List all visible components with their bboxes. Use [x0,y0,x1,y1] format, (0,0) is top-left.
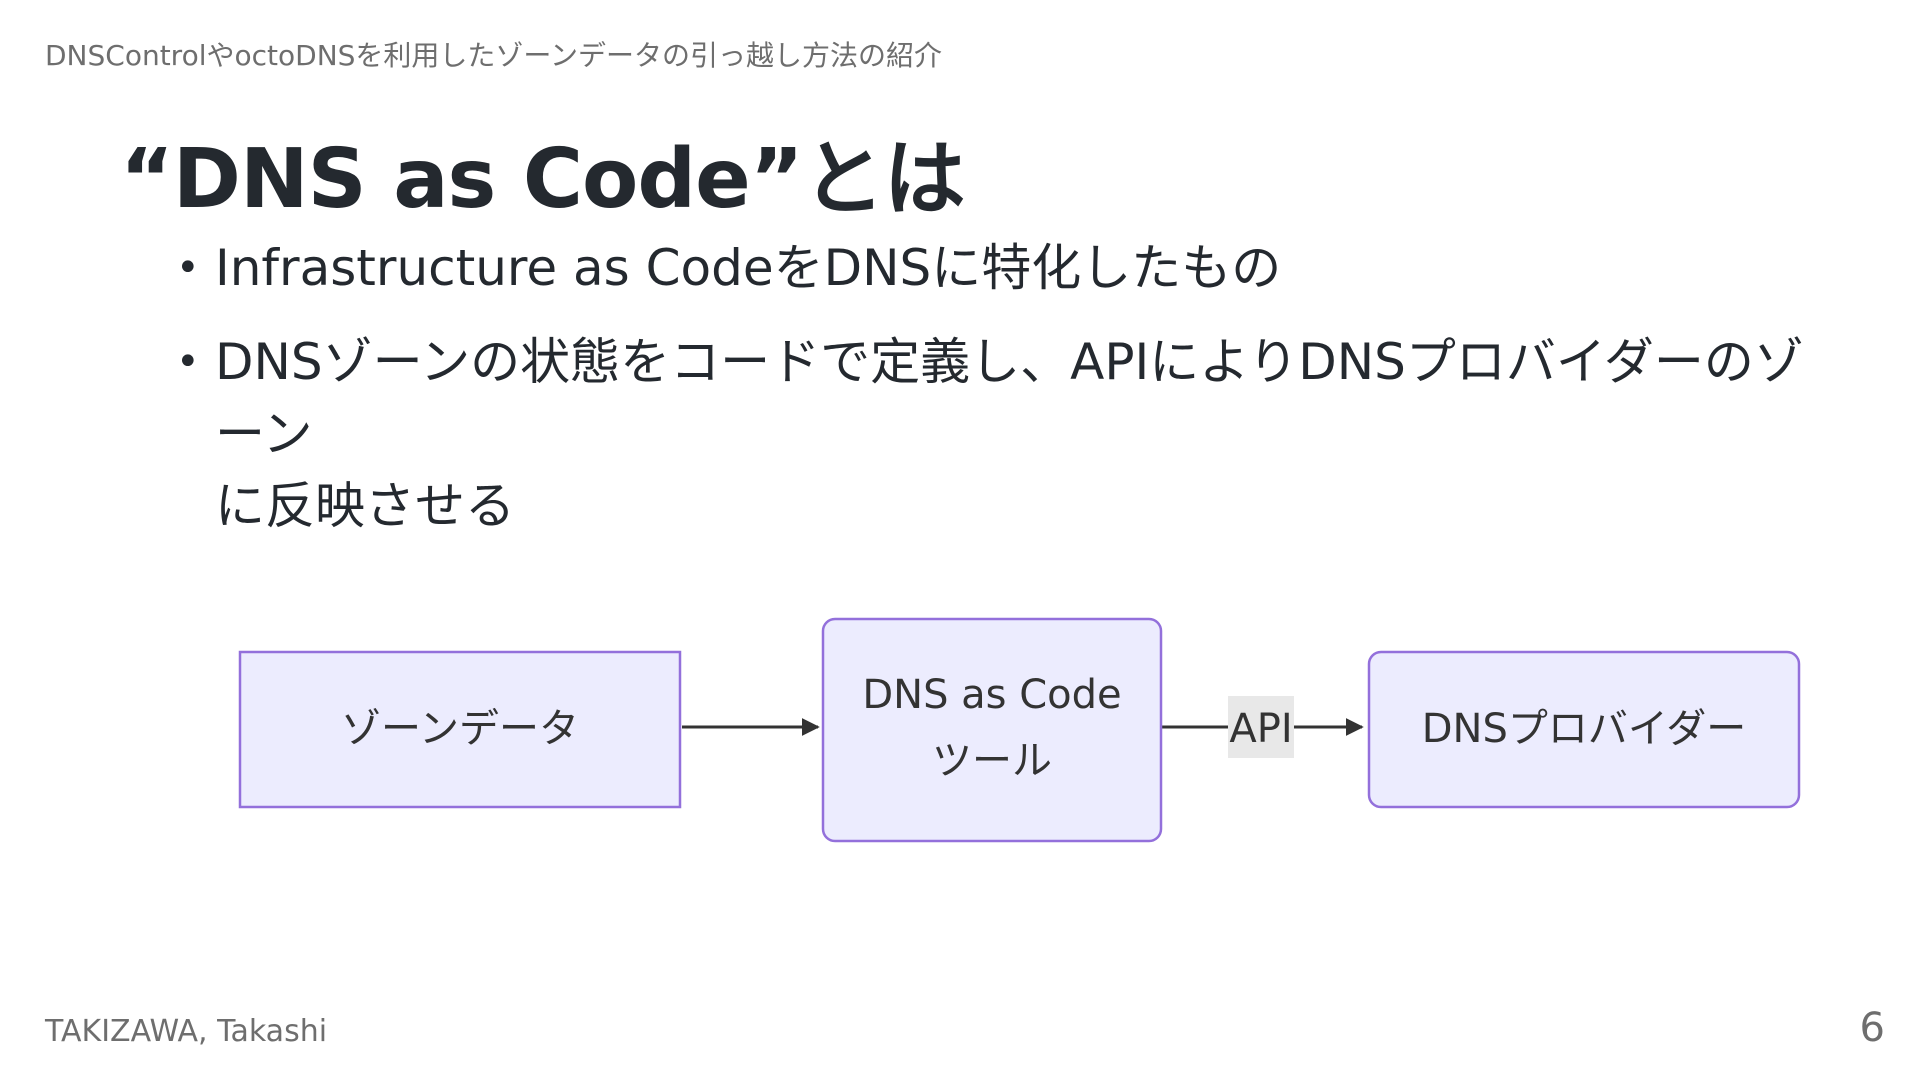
bullet-text-continued: に反映させる [215,477,515,535]
slide-title: “DNS as Code”とは [120,132,966,227]
bullet-dot-icon: • [176,339,200,385]
edge-label-background [1228,696,1294,758]
page-number: 6 [1859,1005,1885,1051]
bullet-item: • DNSゾーンの状態をコードで定義し、APIによりDNSプロバイダーのゾーン … [170,326,1820,542]
presentation-header: DNSControlやoctoDNSを利用したゾーンデータの引っ越し方法の紹介 [45,39,943,72]
node-dns-as-code-tool-label-line1: DNS as Code [862,672,1121,718]
bullet-text: DNSゾーンの状態をコードで定義し、APIによりDNSプロバイダーのゾーン [215,333,1804,463]
node-dns-as-code-tool [821,617,1163,843]
node-zone-data [238,650,682,809]
bullet-list: • Infrastructure as CodeをDNSに特化したもの • DN… [170,232,1820,564]
node-dns-as-code-tool-label-line2: ツール [932,738,1052,784]
bullet-item: • Infrastructure as CodeをDNSに特化したもの [170,232,1820,304]
footer-author: TAKIZAWA, Takashi [45,1014,328,1049]
node-dns-provider [1367,650,1801,809]
node-dns-provider-label: DNSプロバイダー [1422,706,1747,752]
bullet-dot-icon: • [176,245,200,291]
edge-label-api: API [1229,706,1292,752]
bullet-text: Infrastructure as CodeをDNSに特化したもの [215,239,1282,297]
node-zone-data-label: ゾーンデータ [341,706,579,752]
